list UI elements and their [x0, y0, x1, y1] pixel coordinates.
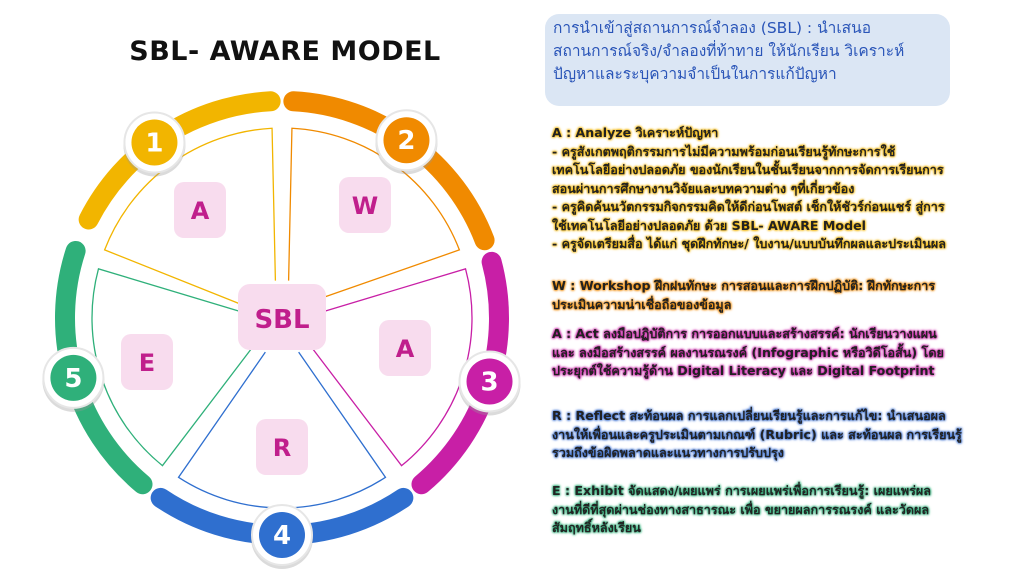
- aware-model-diagram: 1A 2W 3 A 4 R 5 E SBL: [42, 91, 521, 569]
- step-badge-1: 1: [123, 111, 186, 177]
- analyze-line: - ครูคิดค้นนวัตกรรมกิจกรรมคิดให้ดีก่อนโพ…: [552, 199, 945, 214]
- exhibit-line: สัมฤทธิ์หลังเรียน: [552, 520, 641, 535]
- step-number: 1: [145, 128, 163, 158]
- letter-tile: [339, 177, 391, 233]
- act-line: ประยุกต์ใช้ความรู้ด้าน Digital Literacy …: [552, 363, 935, 378]
- reflect-section: R : Reflect สะท้อนผล การแลกเปลี่ยนเรียนร…: [552, 407, 1022, 463]
- letter-tile: [121, 334, 173, 390]
- reflect-line: งานให้เพื่อนและครูประเมินตามเกณฑ์ (Rubri…: [552, 426, 962, 442]
- step-letter: E: [139, 349, 155, 377]
- intro-box: การนำเข้าสู่สถานการณ์จำลอง (SBL) : นำเสน…: [545, 14, 950, 106]
- exhibit-section: E : Exhibit จัดแสดง/เผยแพร่ การเผยแพร่เพ…: [552, 482, 1022, 538]
- step-letter: A: [396, 335, 415, 363]
- intro-line: ปัญหาและระบุความจำเป็นในการแก้ปัญหา: [553, 65, 837, 83]
- step-number: 2: [397, 126, 415, 156]
- diagram-title: SBL- AWARE MODEL: [129, 36, 441, 67]
- letter-tile: [379, 320, 431, 376]
- center-label: SBL: [254, 305, 309, 335]
- reflect-line: รวมถึงข้อผิดพลาดและแนวทางการปรับปรุง: [552, 445, 784, 460]
- step-number: 3: [480, 367, 498, 397]
- letter-tile: [256, 419, 308, 475]
- exhibit-line: งานที่ดีที่สุดผ่านช่องทางสาธารณะ เพื่อ ข…: [552, 501, 930, 517]
- step-badge-2: 2: [375, 109, 438, 175]
- step-letter: R: [273, 434, 291, 462]
- workshop-line: W : Workshop ฝึกฝนทักษะ การสอนและการฝึกป…: [552, 278, 936, 293]
- analyze-line: ใช้เทคโนโลยีอย่างปลอดภัย ด้วย SBL- AWARE…: [552, 217, 866, 233]
- intro-line: การนำเข้าสู่สถานการณ์จำลอง (SBL) : นำเสน…: [553, 19, 872, 37]
- analyze-line: สอนผ่านการศึกษางานวิจัยและบทความต่าง ๆที…: [552, 180, 855, 196]
- act-line: A : Act ลงมือปฏิบัติการ การออกแบบและสร้า…: [552, 326, 937, 341]
- step-letter: W: [352, 192, 378, 220]
- exhibit-line: E : Exhibit จัดแสดง/เผยแพร่ การเผยแพร่เพ…: [552, 483, 931, 498]
- letter-tile: [174, 182, 226, 238]
- step-badge-5: 5: [42, 346, 105, 412]
- analyze-line: A : Analyze วิเคราะห์ปัญหา: [552, 125, 719, 140]
- reflect-line: R : Reflect สะท้อนผล การแลกเปลี่ยนเรียนร…: [552, 408, 946, 423]
- step-number: 4: [273, 521, 291, 551]
- analyze-line: เทคโนโลยีอย่างปลอดภัย ของนักเรียนในชั้นเ…: [552, 162, 944, 177]
- act-section: A : Act ลงมือปฏิบัติการ การออกแบบและสร้า…: [552, 325, 1022, 381]
- workshop-line: ประเมินความน่าเชื่อถือของข้อมูล: [552, 296, 732, 312]
- step-letter: A: [191, 197, 210, 225]
- center-tile: [238, 284, 326, 350]
- analyze-line: - ครูสังเกตพฤติกรรมการไม่มีความพร้อมก่อน…: [552, 143, 896, 159]
- workshop-section: W : Workshop ฝึกฝนทักษะ การสอนและการฝึกป…: [552, 277, 1022, 314]
- step-badge-3: 3: [458, 350, 521, 416]
- act-line: และ ลงมือสร้างสรรค์ ผลงานรณรงค์ (Infogra…: [552, 344, 944, 360]
- intro-line: สถานการณ์จริง/จำลองที่ท้าทาย ให้นักเรียน…: [553, 42, 905, 60]
- analyze-line: - ครูจัดเตรียมสื่อ ได้แก่ ชุดฝึกทักษะ/ ใ…: [552, 236, 947, 251]
- segment-outline: [91, 268, 256, 467]
- step-number: 5: [64, 364, 82, 394]
- analyze-section: A : Analyze วิเคราะห์ปัญหา - ครูสังเกตพฤ…: [552, 124, 1022, 254]
- step-badge-4: 4: [251, 504, 313, 569]
